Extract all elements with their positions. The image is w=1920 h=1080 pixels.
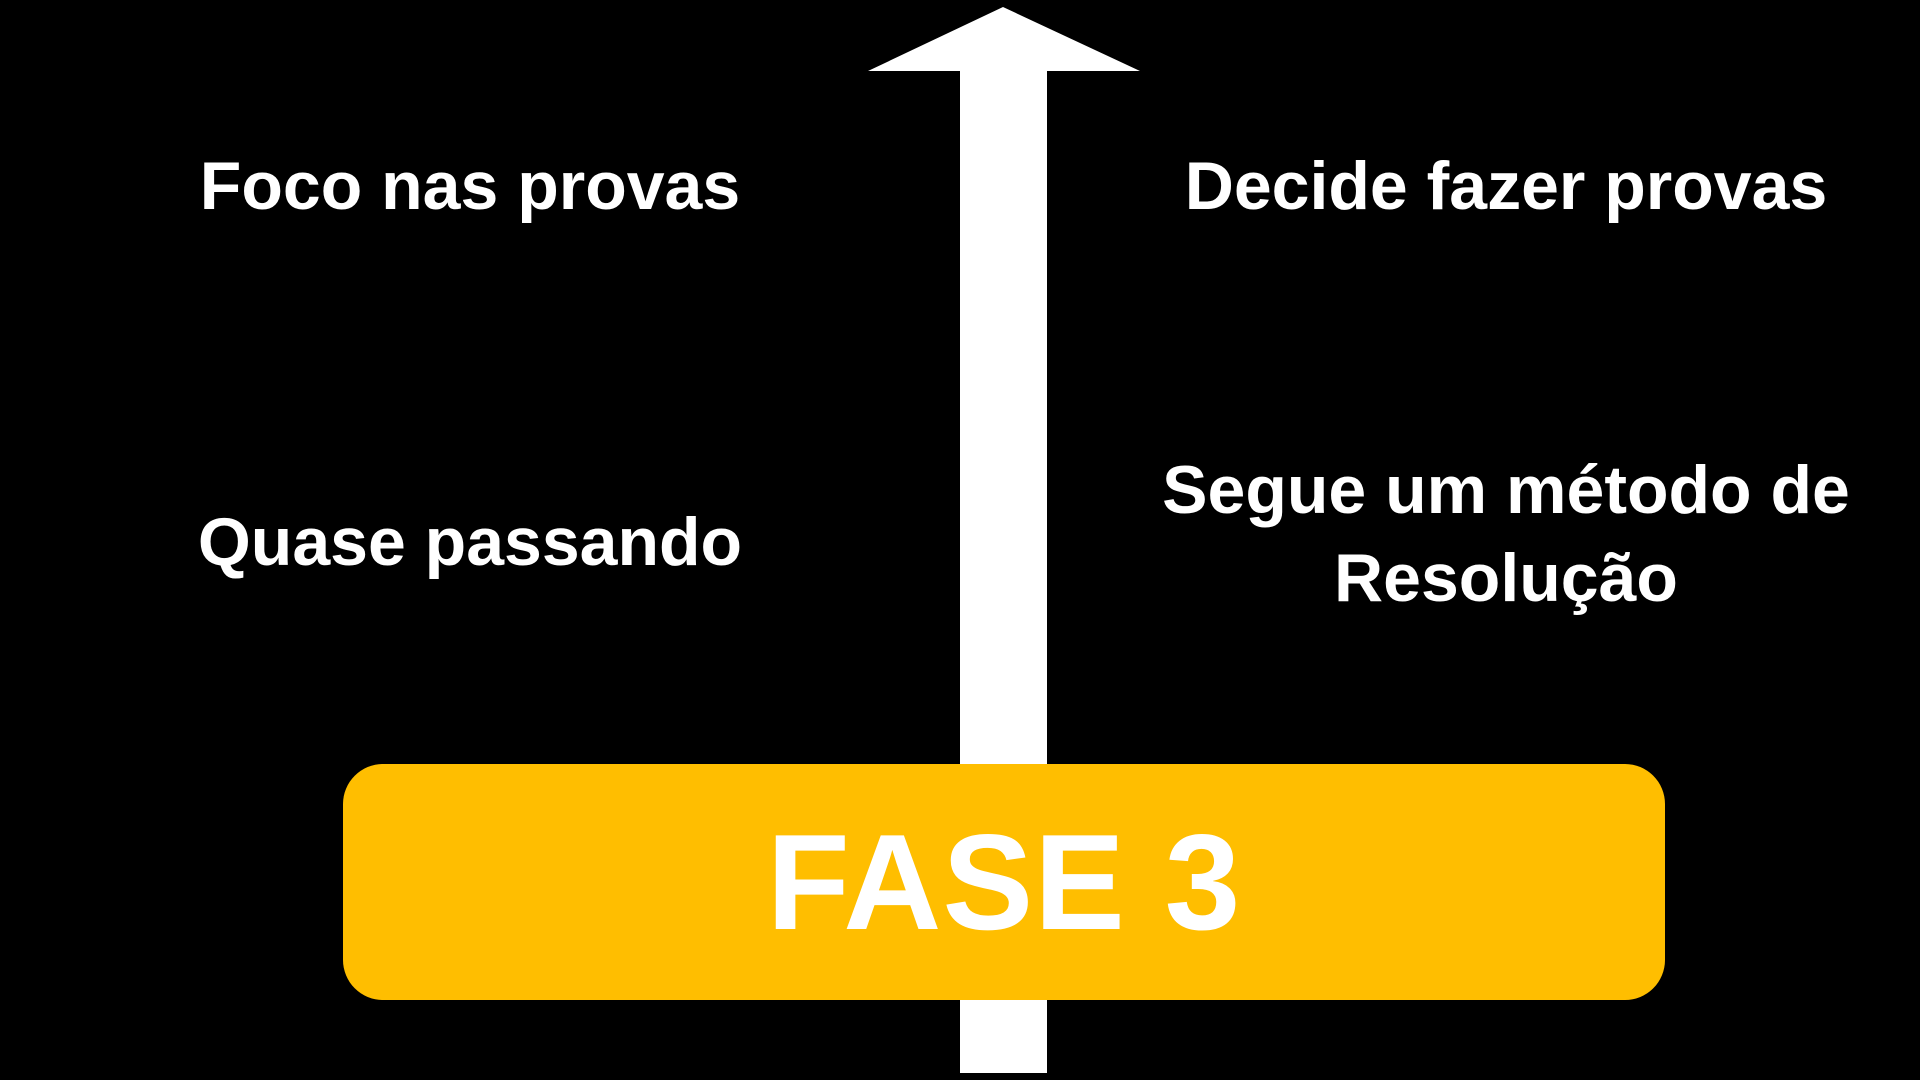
label-quase-passando: Quase passando <box>197 504 743 580</box>
label-decide-fazer-provas: Decide fazer provas <box>1184 148 1828 224</box>
label-line-2: Resolução <box>1334 540 1678 616</box>
label-segue-metodo: Segue um método de Resolução <box>1162 446 1850 622</box>
label-line-1: Segue um método de <box>1162 452 1850 528</box>
phase-box: FASE 3 <box>343 764 1665 1000</box>
label-foco-nas-provas: Foco nas provas <box>199 148 741 224</box>
phase-label: FASE 3 <box>766 806 1242 958</box>
